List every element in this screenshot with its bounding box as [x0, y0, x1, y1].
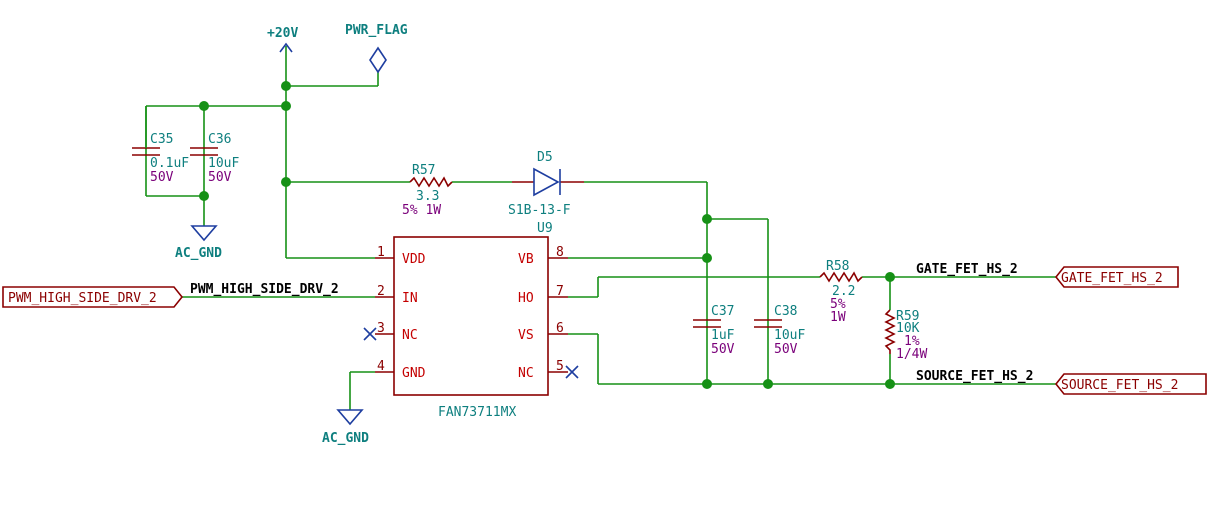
svg-text:PWR_FLAG: PWR_FLAG — [345, 23, 408, 38]
svg-text:SOURCE_FET_HS_2: SOURCE_FET_HS_2 — [1061, 378, 1178, 393]
net-label-gate: GATE_FET_HS_2 — [916, 262, 1018, 277]
pin-7-number: 7 — [556, 284, 564, 299]
pin-gnd-label: GND — [402, 366, 426, 381]
svg-text:GATE_FET_HS_2: GATE_FET_HS_2 — [1061, 271, 1163, 286]
pin-5-number: 5 — [556, 359, 564, 374]
global-label-source[interactable]: SOURCE_FET_HS_2 — [1054, 373, 1207, 395]
pin-nc-right-label: NC — [518, 366, 534, 381]
pin-3-number: 3 — [377, 321, 385, 336]
pin-1-number: 1 — [377, 245, 385, 260]
capacitor-c36[interactable]: C36 10uF 50V — [190, 132, 239, 185]
svg-text:AC_GND: AC_GND — [322, 431, 369, 446]
svg-text:PWM_HIGH_SIDE_DRV_2: PWM_HIGH_SIDE_DRV_2 — [8, 291, 157, 306]
svg-text:1W: 1W — [830, 310, 846, 325]
no-connect-pin3 — [363, 327, 377, 341]
pin-in-label: IN — [402, 291, 418, 306]
svg-text:3.3: 3.3 — [416, 189, 439, 204]
svg-text:R59: R59 — [896, 309, 919, 324]
pin-6-number: 6 — [556, 321, 564, 336]
svg-text:R58: R58 — [826, 259, 849, 274]
net-label-source: SOURCE_FET_HS_2 — [916, 369, 1033, 384]
pin-vb-label: VB — [518, 252, 534, 267]
pin-vs-label: VS — [518, 328, 534, 343]
svg-text:C36: C36 — [208, 132, 231, 147]
pin-nc-left-label: NC — [402, 328, 418, 343]
pin-8-number: 8 — [556, 245, 564, 260]
diode-d5[interactable]: D5 S1B-13-F — [508, 150, 584, 218]
svg-text:S1B-13-F: S1B-13-F — [508, 203, 571, 218]
pin-ho-label: HO — [518, 291, 534, 306]
svg-text:C38: C38 — [774, 304, 797, 319]
svg-text:50V: 50V — [774, 342, 798, 357]
svg-text:50V: 50V — [711, 342, 735, 357]
no-connect-pin5 — [565, 365, 579, 379]
svg-text:2.2: 2.2 — [832, 284, 855, 299]
svg-text:1/4W: 1/4W — [896, 347, 927, 362]
ac-gnd-bottom[interactable]: AC_GND — [322, 409, 369, 446]
svg-text:D5: D5 — [537, 150, 553, 165]
pin-2-number: 2 — [377, 284, 385, 299]
svg-text:10uF: 10uF — [774, 328, 805, 343]
capacitor-c35[interactable]: C35 0.1uF 50V — [132, 106, 189, 185]
svg-text:FAN73711MX: FAN73711MX — [438, 405, 516, 420]
svg-text:5%: 5% — [830, 297, 846, 312]
svg-text:50V: 50V — [150, 170, 174, 185]
svg-text:U9: U9 — [537, 221, 553, 236]
net-label-pwm: PWM_HIGH_SIDE_DRV_2 — [190, 282, 339, 297]
junctions — [199, 81, 895, 389]
resistor-r57[interactable]: R57 3.3 5% 1W — [402, 163, 453, 218]
svg-text:10uF: 10uF — [208, 156, 239, 171]
svg-text:R57: R57 — [412, 163, 435, 178]
resistor-r58[interactable]: R58 2.2 5% 1W — [819, 259, 863, 325]
svg-text:C35: C35 — [150, 132, 173, 147]
svg-text:C37: C37 — [711, 304, 734, 319]
pin-vdd-label: VDD — [402, 252, 426, 267]
svg-text:1%: 1% — [904, 334, 920, 349]
power-plus20v[interactable]: +20V — [267, 26, 298, 53]
global-label-gate[interactable]: GATE_FET_HS_2 — [1054, 266, 1179, 288]
pwr-flag[interactable]: PWR_FLAG — [345, 23, 408, 74]
svg-text:0.1uF: 0.1uF — [150, 156, 189, 171]
svg-text:+20V: +20V — [267, 26, 298, 41]
svg-text:50V: 50V — [208, 170, 232, 185]
resistor-r59[interactable]: R59 10K 1% 1/4W — [884, 309, 927, 362]
capacitor-c37[interactable]: C37 1uF 50V — [693, 304, 735, 357]
ic-u9[interactable]: U9 FAN73711MX 1 2 3 4 VDD IN NC GND 8 7 … — [363, 221, 579, 420]
svg-text:5% 1W: 5% 1W — [402, 203, 441, 218]
svg-text:10K: 10K — [896, 321, 920, 336]
svg-text:AC_GND: AC_GND — [175, 246, 222, 261]
capacitor-c38[interactable]: C38 10uF 50V — [754, 304, 805, 357]
pin-4-number: 4 — [377, 359, 385, 374]
svg-text:1uF: 1uF — [711, 328, 735, 343]
global-label-pwm[interactable]: PWM_HIGH_SIDE_DRV_2 — [2, 286, 184, 308]
ac-gnd-top[interactable]: AC_GND — [175, 225, 222, 261]
